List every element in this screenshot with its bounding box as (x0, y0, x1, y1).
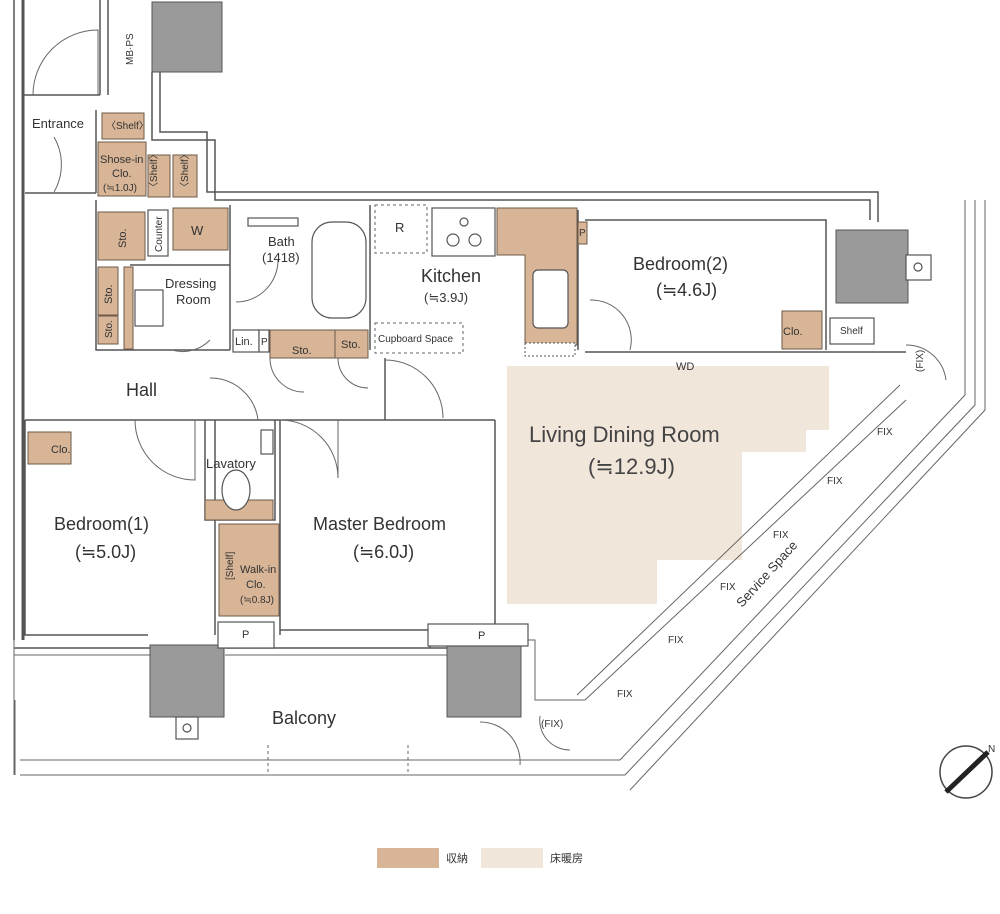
fix-paren-label-1: (FIX) (915, 350, 926, 372)
balcony-label: Balcony (272, 708, 336, 728)
kitchen-counter-end (524, 342, 576, 357)
entrance-label: Entrance (32, 116, 84, 131)
master-label-2: (≒6.0J) (353, 542, 414, 562)
burner-2-icon (468, 233, 482, 247)
w-label: W (191, 223, 204, 238)
fix-paren-label-2: (FIX) (541, 719, 563, 730)
bath-label-2: (1418) (262, 250, 300, 265)
shoes-clo-label-3: (≒1.0J) (103, 183, 137, 194)
floor-heating-area (507, 366, 829, 604)
fix-label-6: FIX (617, 689, 633, 700)
counter (147, 209, 169, 257)
burner-3-icon (459, 217, 469, 227)
fridge-label: R (395, 220, 404, 235)
sto-label-1: Sto. (117, 228, 129, 248)
column-top (151, 1, 223, 73)
outer-walls (13, 0, 986, 791)
wic-label-3: (≒0.8J) (240, 595, 274, 606)
service-space-label: Service Space (733, 538, 800, 610)
wd-label: WD (676, 361, 694, 373)
dressing-label-2: Room (176, 292, 211, 307)
hall-label: Hall (126, 380, 157, 400)
ldr-label-1: Living Dining Room (529, 422, 720, 447)
legend-floor-swatch (481, 848, 543, 868)
stove (431, 207, 496, 257)
wic-shelf-label: [Shelf] (225, 551, 236, 580)
pipe-box-label-1: P (242, 629, 249, 641)
outdoor-circle (913, 262, 923, 272)
legend-storage-swatch (377, 848, 439, 868)
lavatory-label: Lavatory (206, 456, 256, 471)
sto-bar-label-1: Sto. (292, 345, 312, 357)
shelf-a-label: 〈Shelf〉 (148, 149, 160, 192)
bedroom2-clo-label: Clo. (783, 326, 803, 338)
fix-label-3: FIX (773, 530, 789, 541)
pipe-label: P (261, 337, 268, 348)
lavatory-sink (260, 429, 274, 455)
pipe-space (258, 329, 270, 353)
wic-label-2: Clo. (246, 579, 266, 591)
wic-label-1: Walk-in (240, 564, 276, 576)
cupboard-space (374, 322, 464, 354)
kitchen-pipe-label: P (579, 228, 586, 239)
master-label-1: Master Bedroom (313, 514, 446, 534)
bedroom2-shelf-label: Shelf (840, 326, 863, 337)
sto-label-2: Sto. (103, 284, 115, 304)
pipe-box-label-2: P (478, 630, 485, 642)
mbps-label: MB·PS (125, 33, 136, 65)
sto-bar-label-2: Sto. (341, 339, 361, 351)
pipe-box-1 (217, 621, 275, 649)
shelf-box (829, 317, 875, 345)
dressing-label-1: Dressing (165, 276, 216, 291)
kitchen-label-2: (≒3.9J) (424, 290, 468, 305)
legend: 収納 床暖房 (377, 848, 583, 868)
fix-label-5: FIX (668, 635, 684, 646)
pipe-box-2 (427, 623, 529, 647)
toilet (221, 469, 251, 511)
drain-circle (182, 723, 192, 733)
bathtub (311, 221, 367, 319)
bedroom1-clo-label: Clo. (51, 444, 71, 456)
column-right (835, 229, 909, 304)
fridge-space (374, 204, 428, 254)
counter-label: Counter (154, 216, 165, 252)
sink (532, 269, 569, 329)
bath-shelf (247, 217, 299, 227)
fix-label-2: FIX (827, 476, 843, 487)
doors (32, 29, 947, 766)
burner-1-icon (446, 233, 460, 247)
bedroom2-label-1: Bedroom(2) (633, 254, 728, 274)
shoes-clo-label-2: Clo. (112, 168, 132, 180)
bedroom1-label-2: (≒5.0J) (75, 542, 136, 562)
bedroom2-label-2: (≒4.6J) (656, 280, 717, 300)
bedroom1-label-1: Bedroom(1) (54, 514, 149, 534)
legend-floor-label: 床暖房 (550, 851, 583, 865)
linen-label: Lin. (235, 336, 253, 348)
ldr-label-2: (≒12.9J) (588, 454, 675, 479)
north-compass-icon: N (939, 744, 995, 799)
dressing-sink (134, 289, 164, 327)
cupboard-label: Cupboard Space (378, 334, 453, 345)
shelf-b-label: 〈Shelf〉 (179, 149, 191, 192)
shoes-clo-label-1: Shose-in (100, 154, 143, 166)
column-balcony-right (446, 644, 522, 718)
fix-label-1: FIX (877, 427, 893, 438)
sto-label-3: Sto. (104, 320, 115, 338)
north-label: N (988, 744, 995, 755)
fix-label-4: FIX (720, 582, 736, 593)
shelf-top-label: 〈Shelf〉 (106, 120, 149, 132)
legend-storage-label: 収納 (446, 852, 468, 865)
fixtures (134, 204, 875, 649)
kitchen-label-1: Kitchen (421, 266, 481, 286)
column-balcony-left (149, 644, 225, 718)
bath-label-1: Bath (268, 234, 295, 249)
